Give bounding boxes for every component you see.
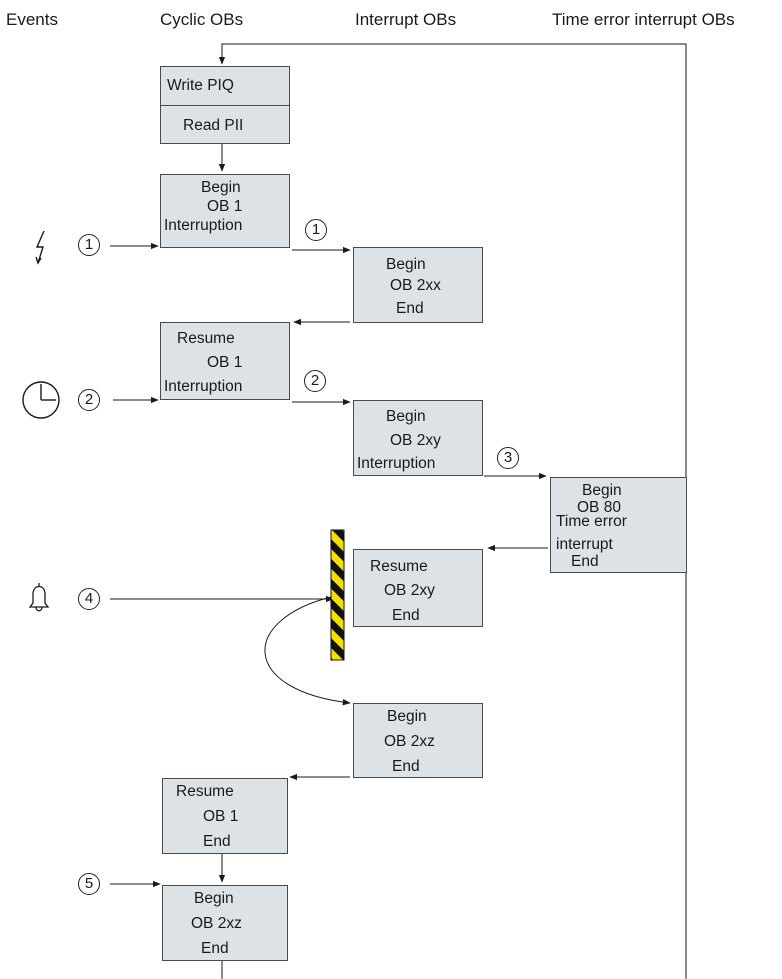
header-interrupt-obs: Interrupt OBs	[355, 10, 457, 29]
header-cyclic-obs: Cyclic OBs	[160, 10, 244, 29]
ob2xx-line1: Begin	[386, 256, 426, 273]
ob1-resume2-box: Resume OB 1 End	[162, 778, 288, 854]
ob2xy-resume-line1: Resume	[370, 558, 428, 575]
event-marker-2: 2	[78, 389, 100, 411]
transition-marker-2: 2	[304, 370, 326, 392]
event-marker-5: 5	[78, 873, 100, 895]
ob1-begin-line2: OB 1	[207, 198, 243, 215]
ob80-line5: End	[571, 553, 599, 570]
ob1-resume2-line2: OB 1	[203, 808, 239, 825]
ob1-resume2-line1: Resume	[176, 783, 234, 800]
write-piq-label: Write PIQ	[167, 77, 234, 94]
ob2xz-final-line2: OB 2xz	[191, 915, 242, 932]
ob2xy-begin-line2: OB 2xy	[390, 432, 441, 449]
process-image-box: Write PIQ Read PII	[160, 66, 290, 144]
ob80-line3: Time error	[556, 513, 627, 530]
ob2xy-resume-box: Resume OB 2xy End	[353, 549, 483, 627]
ob80-line4: interrupt	[556, 536, 613, 553]
event-marker-1: 1	[78, 234, 100, 256]
ob2xz-begin-line3: End	[392, 758, 420, 775]
ob2xz-final-box: Begin OB 2xz End	[162, 885, 288, 961]
header-events: Events	[6, 10, 58, 29]
ob2xz-begin-box: Begin OB 2xz End	[353, 703, 483, 778]
ob1-resume-line2: OB 1	[207, 354, 243, 371]
ob80-line1: Begin	[582, 482, 622, 499]
transition-marker-3: 3	[497, 447, 519, 469]
ob2xy-begin-line1: Begin	[386, 408, 426, 425]
ob2xz-final-line3: End	[201, 940, 229, 957]
ob1-resume-line1: Resume	[177, 330, 235, 347]
transition-marker-1: 1	[305, 219, 327, 241]
ob2xx-line3: End	[396, 300, 424, 317]
hazard-barrier	[330, 529, 345, 661]
ob80-line2: OB 80	[577, 499, 621, 516]
ob1-begin-line1: Begin	[201, 179, 241, 196]
ob1-begin-box: Begin OB 1 Interruption	[160, 174, 290, 248]
ob1-begin-line3: Interruption	[164, 217, 243, 234]
ob1-resume2-line3: End	[203, 833, 231, 850]
ob2xx-box: Begin OB 2xx End	[353, 247, 483, 323]
read-pii-label: Read PII	[183, 117, 244, 134]
bell-icon	[28, 583, 50, 612]
lightning-icon	[35, 230, 45, 265]
ob2xy-begin-line3: Interruption	[357, 455, 436, 472]
ob80-box: Begin OB 80 Time error interrupt End	[550, 477, 687, 573]
ob2xz-begin-line2: OB 2xz	[384, 733, 435, 750]
ob2xz-begin-line1: Begin	[387, 708, 427, 725]
ob1-resume-box: Resume OB 1 Interruption	[160, 322, 290, 400]
event-marker-4: 4	[78, 588, 100, 610]
ob2xy-begin-box: Begin OB 2xy Interruption	[353, 400, 483, 476]
header-time-error-obs: Time error interrupt OBs	[552, 10, 735, 29]
clock-icon	[22, 381, 60, 419]
ob2xx-line2: OB 2xx	[390, 277, 441, 294]
ob2xy-resume-line3: End	[392, 607, 420, 624]
ob2xy-resume-line2: OB 2xy	[384, 582, 435, 599]
ob1-resume-line3: Interruption	[164, 378, 243, 395]
ob2xz-final-line1: Begin	[194, 890, 234, 907]
